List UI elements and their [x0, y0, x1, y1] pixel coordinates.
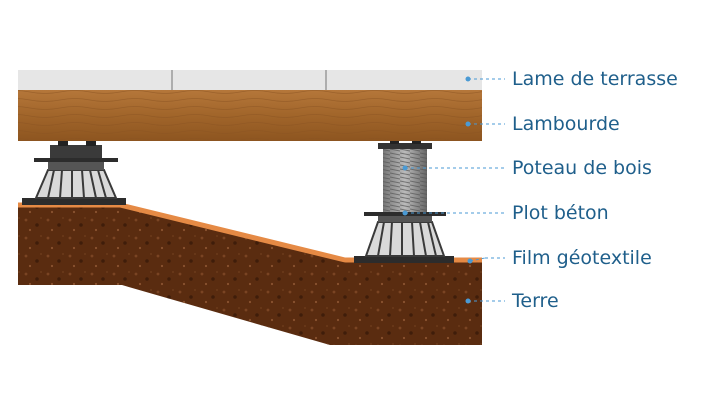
decking-boards	[18, 70, 482, 90]
wood-post	[378, 139, 432, 212]
label-decking-board: Lame de terrasse	[512, 68, 678, 90]
label-joist: Lambourde	[512, 113, 620, 135]
leader-dots	[402, 76, 473, 304]
pedestal-left	[22, 141, 126, 205]
label-soil: Terre	[512, 290, 559, 312]
leader-lines	[405, 78, 505, 302]
label-geotextile: Film géotextile	[512, 247, 652, 269]
soil-layer	[18, 207, 482, 345]
pedestal-right	[354, 212, 454, 263]
label-pedestal: Plot béton	[512, 202, 609, 224]
label-wood-post: Poteau de bois	[512, 157, 652, 179]
joist	[18, 90, 482, 141]
